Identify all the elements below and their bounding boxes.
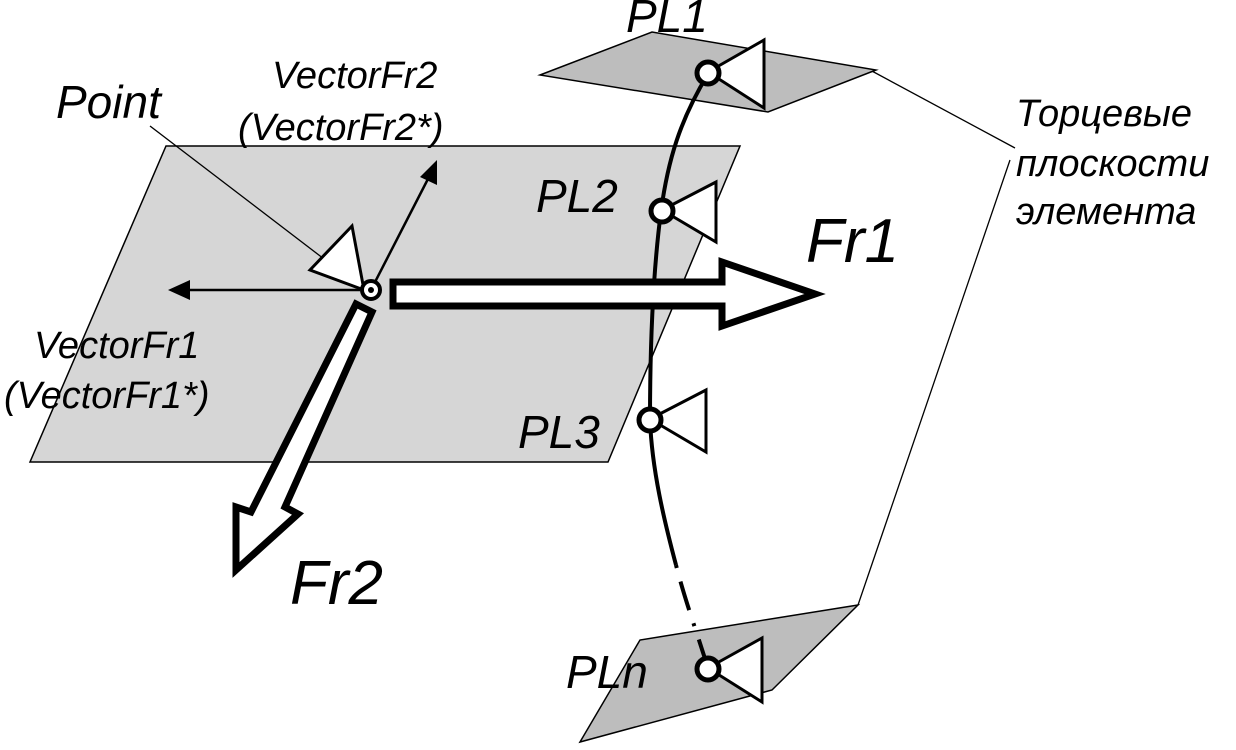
vector-fr1-label: VectorFr1 bbox=[34, 325, 199, 367]
pl2-node bbox=[648, 179, 718, 245]
pln-label: PLn bbox=[566, 646, 648, 698]
vector-fr2-label: VectorFr2 bbox=[272, 55, 437, 97]
vector-fr2-arrow bbox=[372, 160, 437, 285]
fr1-label: Fr1 bbox=[806, 207, 899, 276]
point-node bbox=[360, 279, 382, 301]
point-triangle bbox=[307, 222, 366, 293]
end-planes-label-line2: плоскости bbox=[1016, 143, 1209, 185]
point-label: Point bbox=[56, 76, 163, 128]
pl1-node bbox=[694, 37, 766, 111]
vector-fr1-arrow bbox=[168, 280, 360, 300]
pl2-label: PL2 bbox=[536, 170, 618, 222]
end-planes-label-line1: Торцевые bbox=[1016, 93, 1192, 135]
element-curve bbox=[647, 72, 710, 566]
end-planes-label-line3: элемента bbox=[1016, 191, 1196, 233]
pln-node bbox=[694, 635, 764, 705]
fr2-label: Fr2 bbox=[290, 549, 383, 618]
base-plane bbox=[28, 145, 742, 463]
pl3-node bbox=[636, 387, 708, 455]
pl3-label: PL3 bbox=[518, 406, 600, 458]
vector-fr1-alt-label: (VectorFr1*) bbox=[4, 375, 210, 417]
vector-fr2-alt-label: (VectorFr2*) bbox=[238, 107, 444, 149]
pl1-label: PL1 bbox=[626, 0, 708, 42]
fr2-arrow bbox=[232, 299, 377, 578]
fr1-arrow bbox=[389, 257, 826, 331]
end-planes-leader bbox=[857, 69, 1016, 606]
